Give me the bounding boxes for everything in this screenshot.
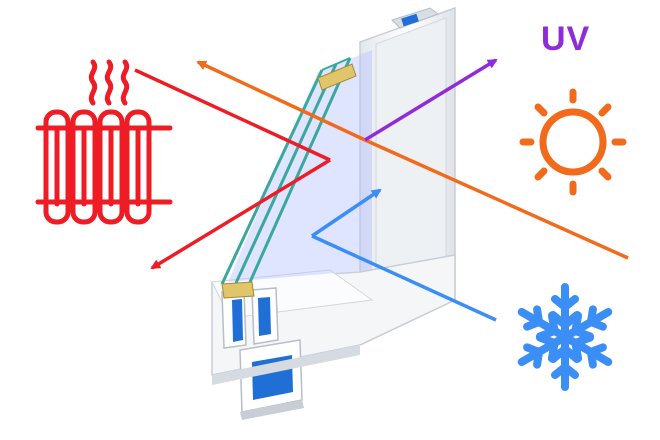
window-profile-icon <box>211 6 456 420</box>
sunlight-reflected-arrow <box>196 60 629 260</box>
sun-icon <box>519 88 627 196</box>
cold-blocked-arrow <box>311 188 497 322</box>
snowflake-icon <box>516 283 615 387</box>
radiator-icon <box>35 59 173 225</box>
heat-reflected-arrow <box>134 68 331 270</box>
uv-reflected-arrow <box>364 58 498 142</box>
uv-label: UV <box>541 20 591 58</box>
